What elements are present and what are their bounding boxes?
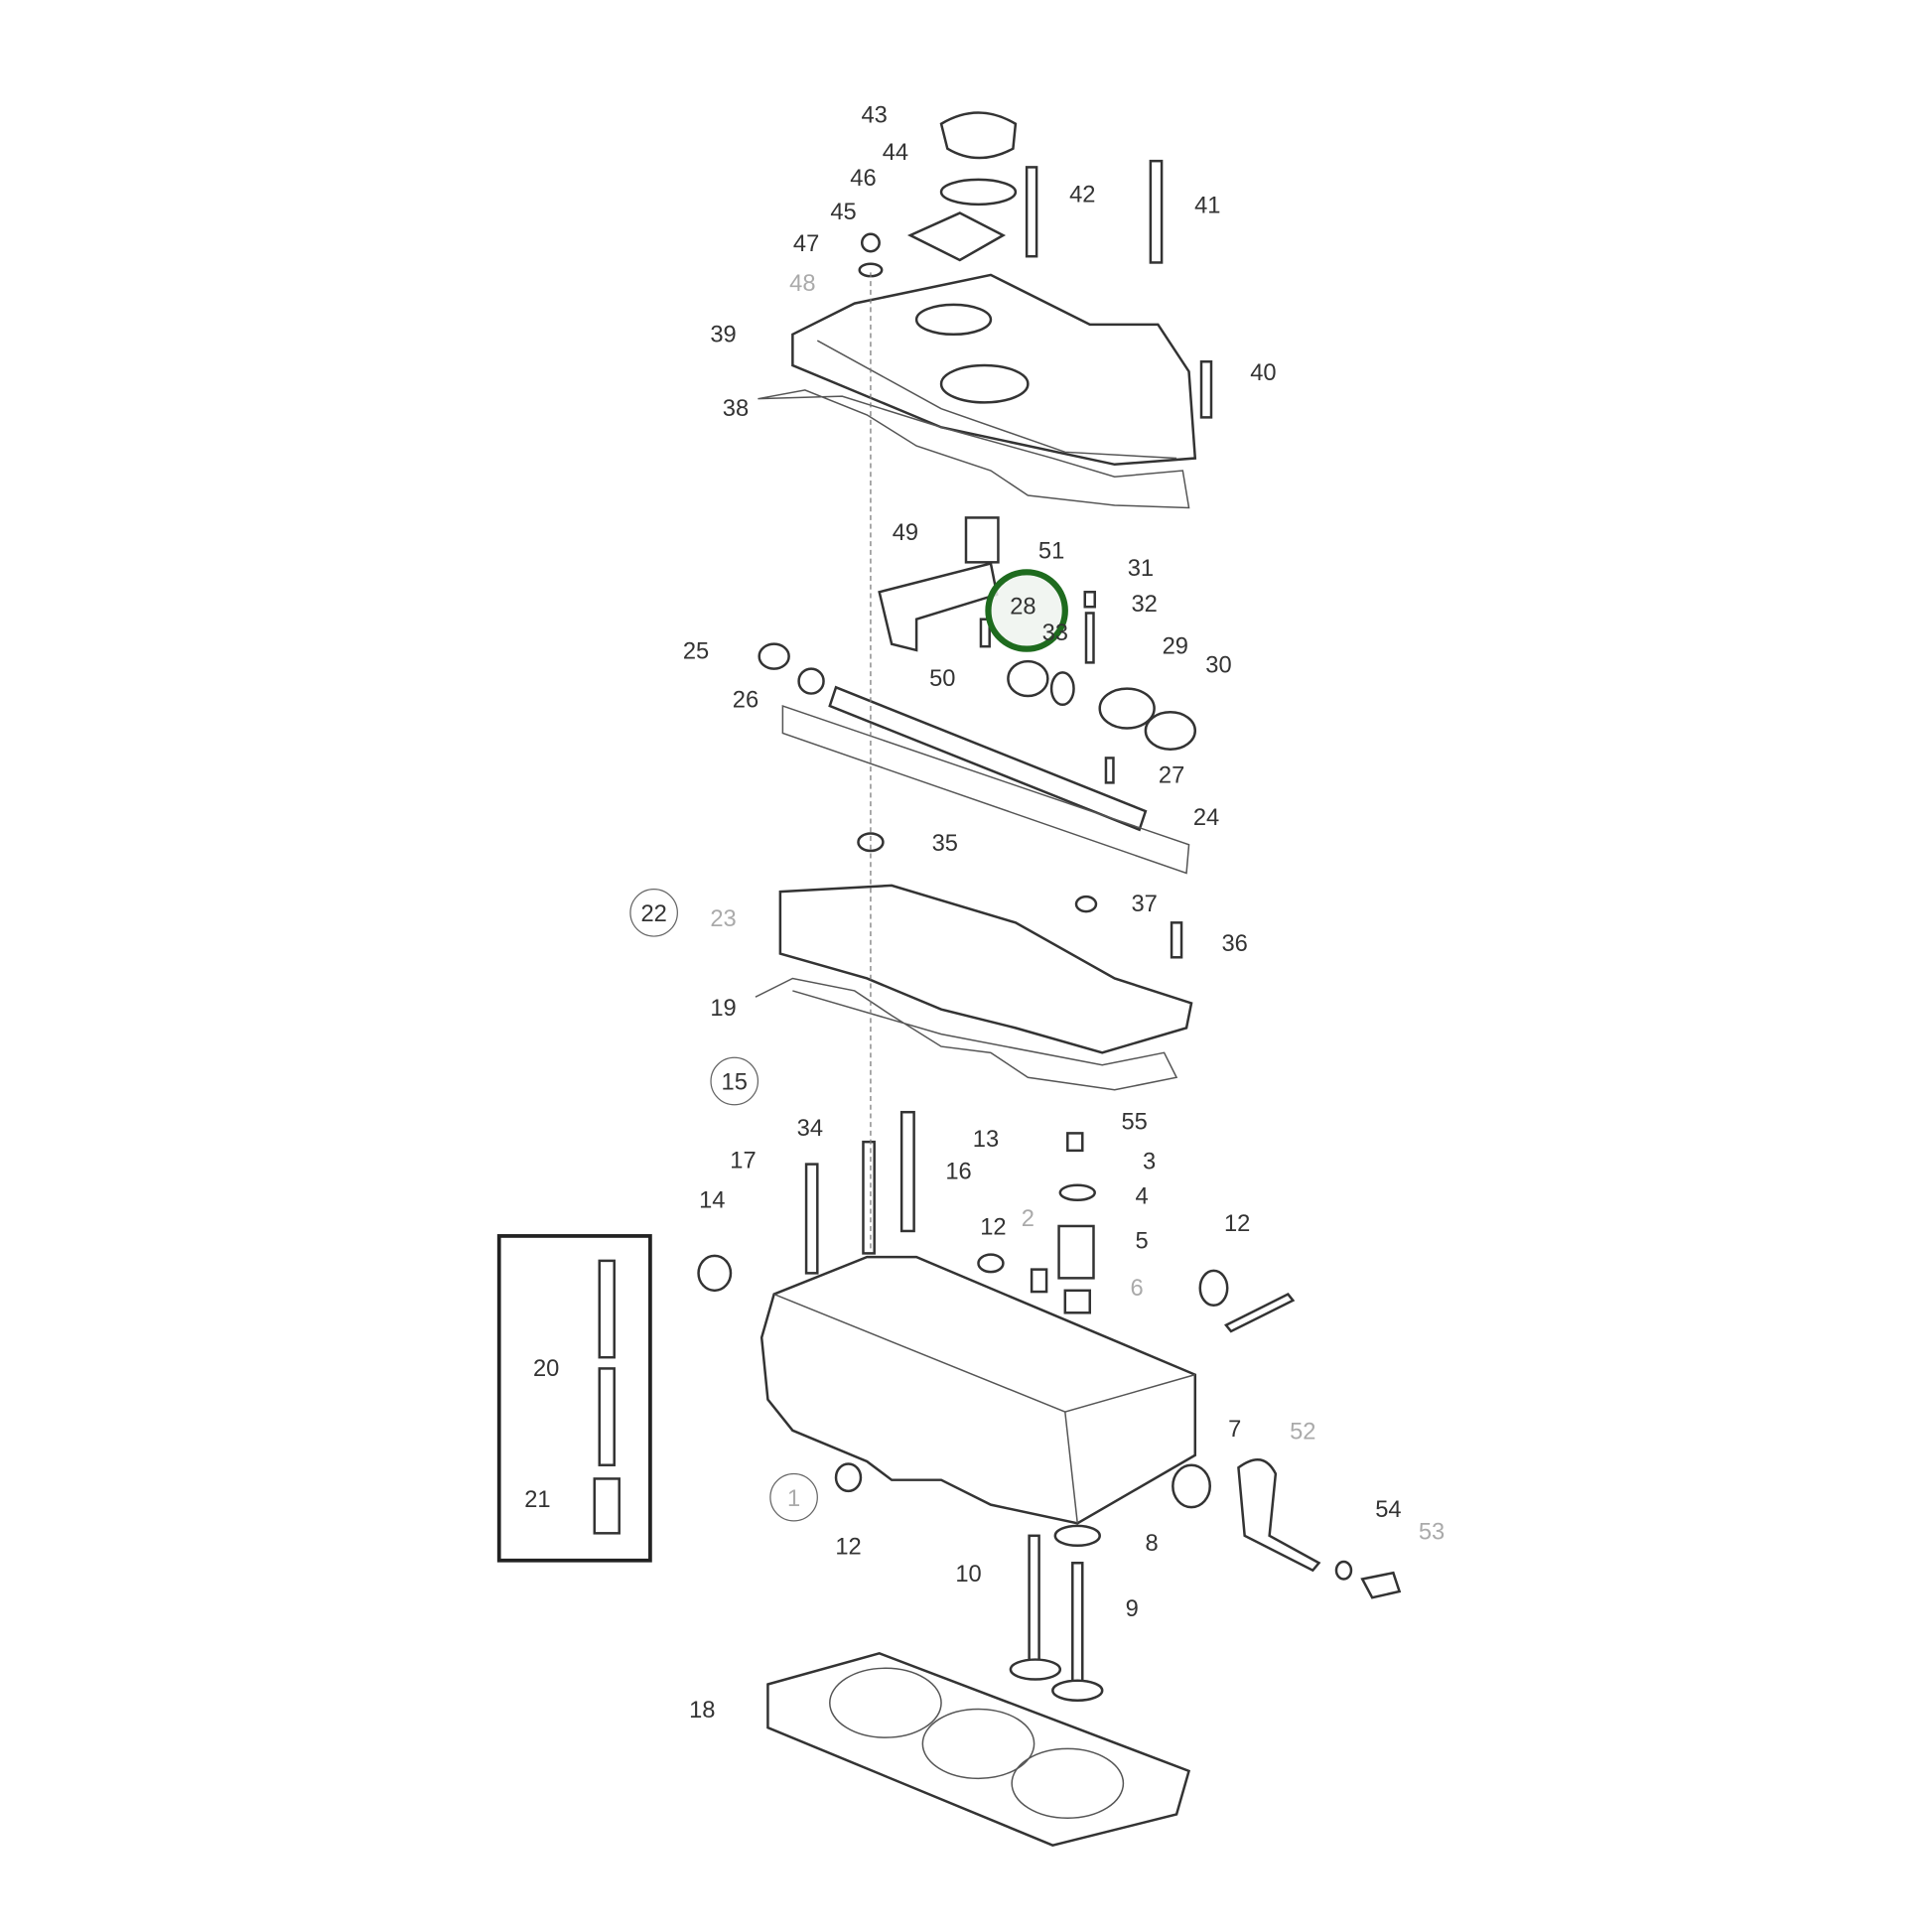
part-label[interactable]: 20 xyxy=(533,1356,559,1382)
part-label[interactable]: 31 xyxy=(1128,556,1154,582)
part-label[interactable]: 30 xyxy=(1205,652,1231,678)
part-label[interactable]: 16 xyxy=(945,1160,971,1185)
part-label[interactable]: 35 xyxy=(932,831,958,857)
part-label[interactable]: 21 xyxy=(524,1487,550,1513)
part-label[interactable]: 25 xyxy=(683,639,709,665)
part-label[interactable]: 23 xyxy=(710,906,736,932)
part-label[interactable]: 42 xyxy=(1069,182,1095,207)
part-label[interactable]: 36 xyxy=(1222,931,1248,957)
part-label[interactable]: 3 xyxy=(1143,1150,1156,1175)
part-label[interactable]: 40 xyxy=(1250,360,1276,386)
part-label[interactable]: 4 xyxy=(1136,1184,1149,1210)
part-label[interactable]: 10 xyxy=(955,1562,981,1587)
part-label[interactable]: 26 xyxy=(733,687,759,713)
part-label[interactable]: 19 xyxy=(710,996,736,1022)
part-label[interactable]: 6 xyxy=(1131,1276,1144,1302)
highlight-circle[interactable] xyxy=(985,569,1068,652)
part-label[interactable]: 15 xyxy=(722,1070,748,1096)
part-label[interactable]: 22 xyxy=(640,901,666,927)
part-label[interactable]: 37 xyxy=(1131,892,1157,917)
part-label[interactable]: 39 xyxy=(710,322,736,347)
part-label[interactable]: 54 xyxy=(1375,1497,1401,1523)
part-label[interactable]: 13 xyxy=(973,1127,999,1153)
part-label[interactable]: 55 xyxy=(1121,1110,1147,1136)
part-label[interactable]: 43 xyxy=(862,102,888,128)
part-label[interactable]: 41 xyxy=(1194,194,1220,219)
part-label[interactable]: 32 xyxy=(1131,592,1157,618)
part-label[interactable]: 38 xyxy=(723,396,749,422)
part-label[interactable]: 50 xyxy=(929,666,955,692)
part-label[interactable]: 46 xyxy=(850,166,876,192)
inset-box xyxy=(496,1234,652,1563)
part-label[interactable]: 5 xyxy=(1136,1228,1149,1254)
rocker-housing xyxy=(755,884,1193,1091)
rocker-assembly xyxy=(758,516,1197,875)
part-label[interactable]: 53 xyxy=(1419,1520,1445,1546)
part-label[interactable]: 9 xyxy=(1126,1596,1139,1622)
part-label[interactable]: 52 xyxy=(1290,1420,1315,1446)
part-label[interactable]: 2 xyxy=(1022,1206,1035,1232)
callout-circle-15 xyxy=(710,1056,759,1106)
part-label[interactable]: 7 xyxy=(1228,1417,1241,1443)
part-label[interactable]: 18 xyxy=(689,1698,715,1724)
part-label[interactable]: 33 xyxy=(1042,621,1068,646)
cylinder-head xyxy=(697,1110,1402,1702)
valve-cover-assembly xyxy=(758,111,1213,509)
part-label[interactable]: 12 xyxy=(980,1215,1006,1241)
part-label[interactable]: 47 xyxy=(793,231,819,257)
part-label[interactable]: 34 xyxy=(797,1116,823,1142)
part-label[interactable]: 48 xyxy=(789,271,815,297)
part-labels: 43 44 46 42 41 45 47 48 39 40 38 49 51 3… xyxy=(524,102,1445,1724)
part-label[interactable]: 45 xyxy=(830,200,856,225)
part-label[interactable]: 27 xyxy=(1159,762,1184,788)
part-label[interactable]: 29 xyxy=(1163,634,1188,660)
callout-circle-22 xyxy=(629,889,678,937)
part-label[interactable]: 49 xyxy=(893,520,918,546)
head-gasket xyxy=(766,1652,1191,1847)
part-label-highlighted[interactable]: 28 xyxy=(1010,595,1035,621)
part-label[interactable]: 12 xyxy=(835,1535,861,1561)
part-label[interactable]: 24 xyxy=(1193,805,1219,831)
part-label[interactable]: 8 xyxy=(1146,1531,1159,1557)
callout-circle-1 xyxy=(769,1472,818,1522)
part-label[interactable]: 1 xyxy=(787,1486,800,1512)
part-label[interactable]: 44 xyxy=(883,140,908,166)
part-label[interactable]: 51 xyxy=(1038,539,1064,565)
part-label[interactable]: 14 xyxy=(699,1187,725,1213)
part-label[interactable]: 17 xyxy=(730,1148,756,1173)
part-label[interactable]: 12 xyxy=(1224,1211,1250,1237)
